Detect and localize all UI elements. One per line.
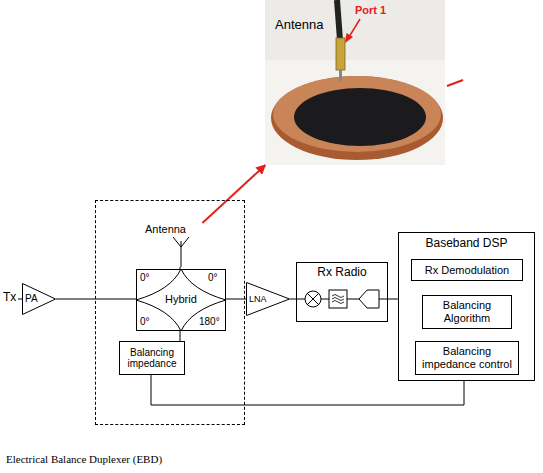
antenna-symbol: Antenna [141, 223, 216, 267]
signal-wire [321, 299, 329, 300]
pointer-line [447, 80, 463, 86]
dsp-box: Baseband DSP Rx DemodulationBalancing Alg… [398, 232, 535, 381]
signal-line [388, 299, 398, 300]
signal-line [180, 267, 181, 269]
node-label: Electrical Balance Duplexer (EBD) [6, 453, 162, 466]
amplifier-triangle-shape [23, 284, 56, 315]
tx-wire [18, 299, 22, 300]
filter-symbol [329, 290, 347, 308]
signal-line [180, 331, 181, 341]
node-label: Port 1 [355, 4, 386, 17]
mixer-symbol [305, 291, 321, 307]
signal-line [56, 299, 136, 300]
feed-pin [339, 70, 342, 82]
node-label: Balancing impedance [120, 347, 184, 370]
node-label: 0° [208, 272, 218, 284]
node-label: 180° [199, 316, 220, 328]
signal-wire [379, 299, 387, 300]
copper-disc [273, 76, 441, 152]
port-pointer [349, 19, 360, 37]
node-label: Rx Demodulation [422, 264, 512, 277]
node-label: Antenna [275, 18, 323, 33]
signal-wire [297, 299, 305, 300]
node-label: Balancing impedance control [416, 345, 518, 370]
process-box: Rx Demodulation [411, 259, 523, 281]
dielectric-patch [294, 88, 426, 146]
node-label: Hybrid [165, 293, 197, 306]
impedance-box: Balancing impedance [119, 341, 185, 375]
node-label: 0° [140, 272, 150, 284]
node-label: 0° [140, 316, 150, 328]
adc-symbol [359, 290, 379, 308]
amplifier-triangle-shape [247, 283, 290, 316]
amplifier-triangle: PA [22, 283, 56, 315]
radio-box: Rx Radio [296, 262, 388, 322]
antenna-mast [181, 241, 182, 267]
coax-cable [337, 0, 340, 40]
photo-background [265, 0, 445, 165]
foam-block [265, 60, 445, 165]
sma-connector [336, 38, 345, 70]
signal-name: Tx [3, 291, 16, 305]
node-label: PA [25, 293, 38, 305]
antenna-head [173, 237, 189, 247]
amplifier-triangle: LNA [246, 282, 290, 316]
hybrid-arcs [136, 269, 226, 331]
port-pointer-head [345, 33, 353, 43]
copper-disc-edge [271, 76, 443, 160]
antenna-photo: Antenna Port 1 [265, 0, 445, 165]
process-box: Balancing impedance control [415, 341, 519, 375]
hybrid-frame [137, 270, 226, 331]
pointer-arrow [202, 165, 265, 223]
duplexer-group: Electrical Balance Duplexer (EBD)Antenna… [95, 200, 245, 425]
node-label: LNA [249, 294, 267, 304]
signal-line [226, 299, 246, 300]
filter-waves [332, 295, 344, 304]
node-label: Balancing Algorithm [423, 299, 511, 324]
signal-wire [347, 299, 359, 300]
hybrid-coupler: 0° 0° Hybrid 0° 180° [136, 269, 226, 331]
node-label: Antenna [145, 223, 186, 236]
node-label: Rx Radio [297, 266, 387, 280]
node-label: Baseband DSP [399, 237, 534, 251]
process-box: Balancing Algorithm [422, 295, 512, 329]
mixer-cross [307, 293, 318, 304]
